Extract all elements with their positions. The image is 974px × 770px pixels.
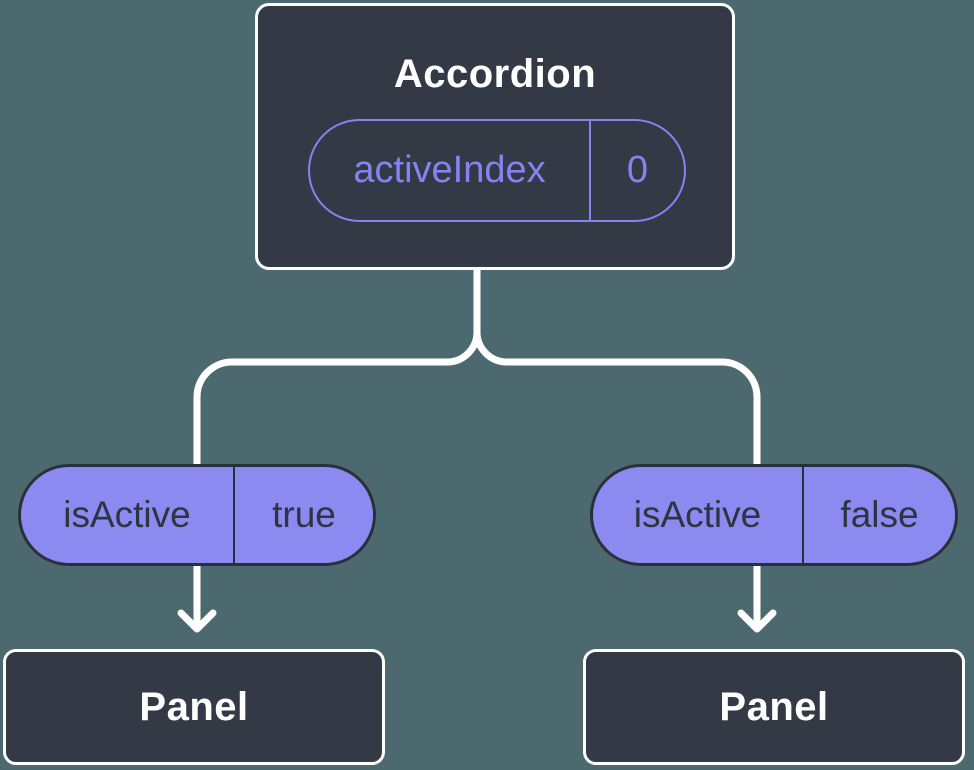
arrow-left-head-icon (177, 609, 217, 633)
arrow-right-head-icon (737, 609, 777, 633)
state-name-label: activeIndex (310, 121, 591, 220)
prop-name-label: isActive (21, 467, 235, 563)
branch-left-line (193, 260, 481, 472)
branch-right-line (473, 260, 761, 472)
panel-node-left: Panel (3, 649, 385, 765)
active-index-state-pill: activeIndex 0 (308, 119, 686, 222)
prop-value-label: true (272, 494, 336, 535)
is-active-pill-left: isActive true (18, 464, 376, 566)
accordion-title: Accordion (393, 52, 597, 96)
panel-title: Panel (139, 684, 249, 729)
prop-value-label: false (840, 494, 919, 535)
prop-name-label: isActive (593, 467, 804, 563)
accordion-node: Accordion activeIndex 0 (255, 3, 735, 270)
panel-node-right: Panel (583, 649, 965, 765)
is-active-pill-right: isActive false (590, 464, 958, 566)
panel-title: Panel (719, 684, 829, 729)
state-value-label: 0 (626, 149, 649, 191)
